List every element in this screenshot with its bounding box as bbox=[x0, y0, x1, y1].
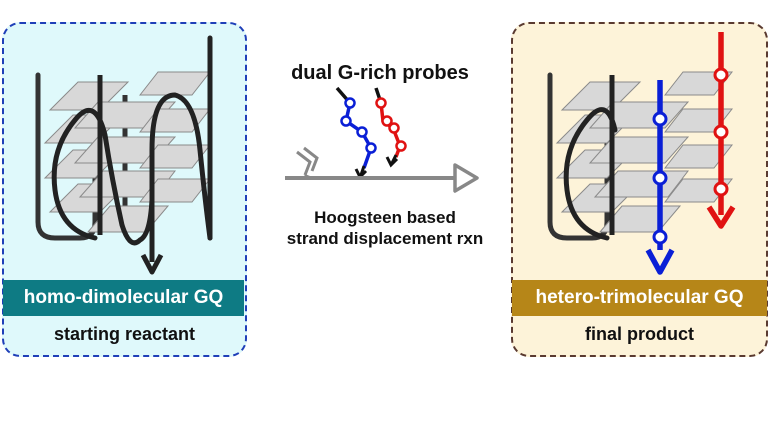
probe-red-base bbox=[388, 122, 400, 134]
g-tetrad-plates bbox=[555, 71, 734, 233]
probe-red-base bbox=[395, 140, 407, 152]
product-label-band: hetero-trimolecular GQ bbox=[512, 280, 767, 316]
reactant-caption: starting reactant bbox=[53, 324, 196, 344]
probe-red-base bbox=[381, 115, 393, 127]
probe-blue-base bbox=[652, 229, 668, 245]
hetero-trimolecular-gq-structure bbox=[547, 32, 736, 275]
probe-blue-base bbox=[344, 97, 356, 109]
probe-blue-base bbox=[652, 170, 668, 186]
probes-title: dual G-rich probes bbox=[291, 62, 469, 84]
probe-blue-base bbox=[340, 115, 352, 127]
probe-blue-base bbox=[652, 111, 668, 127]
mechanism-label-line2: strand displacement rxn bbox=[286, 229, 484, 248]
probe-blue-base bbox=[365, 142, 377, 154]
probe-red-base bbox=[713, 124, 729, 140]
probe-red-base bbox=[713, 181, 729, 197]
reaction-arrow bbox=[285, 146, 479, 193]
dual-probes-illustration bbox=[335, 86, 407, 180]
mechanism-label-line1: Hoogsteen based bbox=[314, 208, 456, 227]
probe-blue-base bbox=[356, 126, 368, 138]
probe-red-base bbox=[713, 67, 729, 83]
product-caption: final product bbox=[585, 324, 694, 344]
reactant-label-band: homo-dimolecular GQ bbox=[3, 280, 244, 316]
homo-dimolecular-gq-structure bbox=[35, 35, 213, 275]
probe-red-base bbox=[375, 97, 387, 109]
